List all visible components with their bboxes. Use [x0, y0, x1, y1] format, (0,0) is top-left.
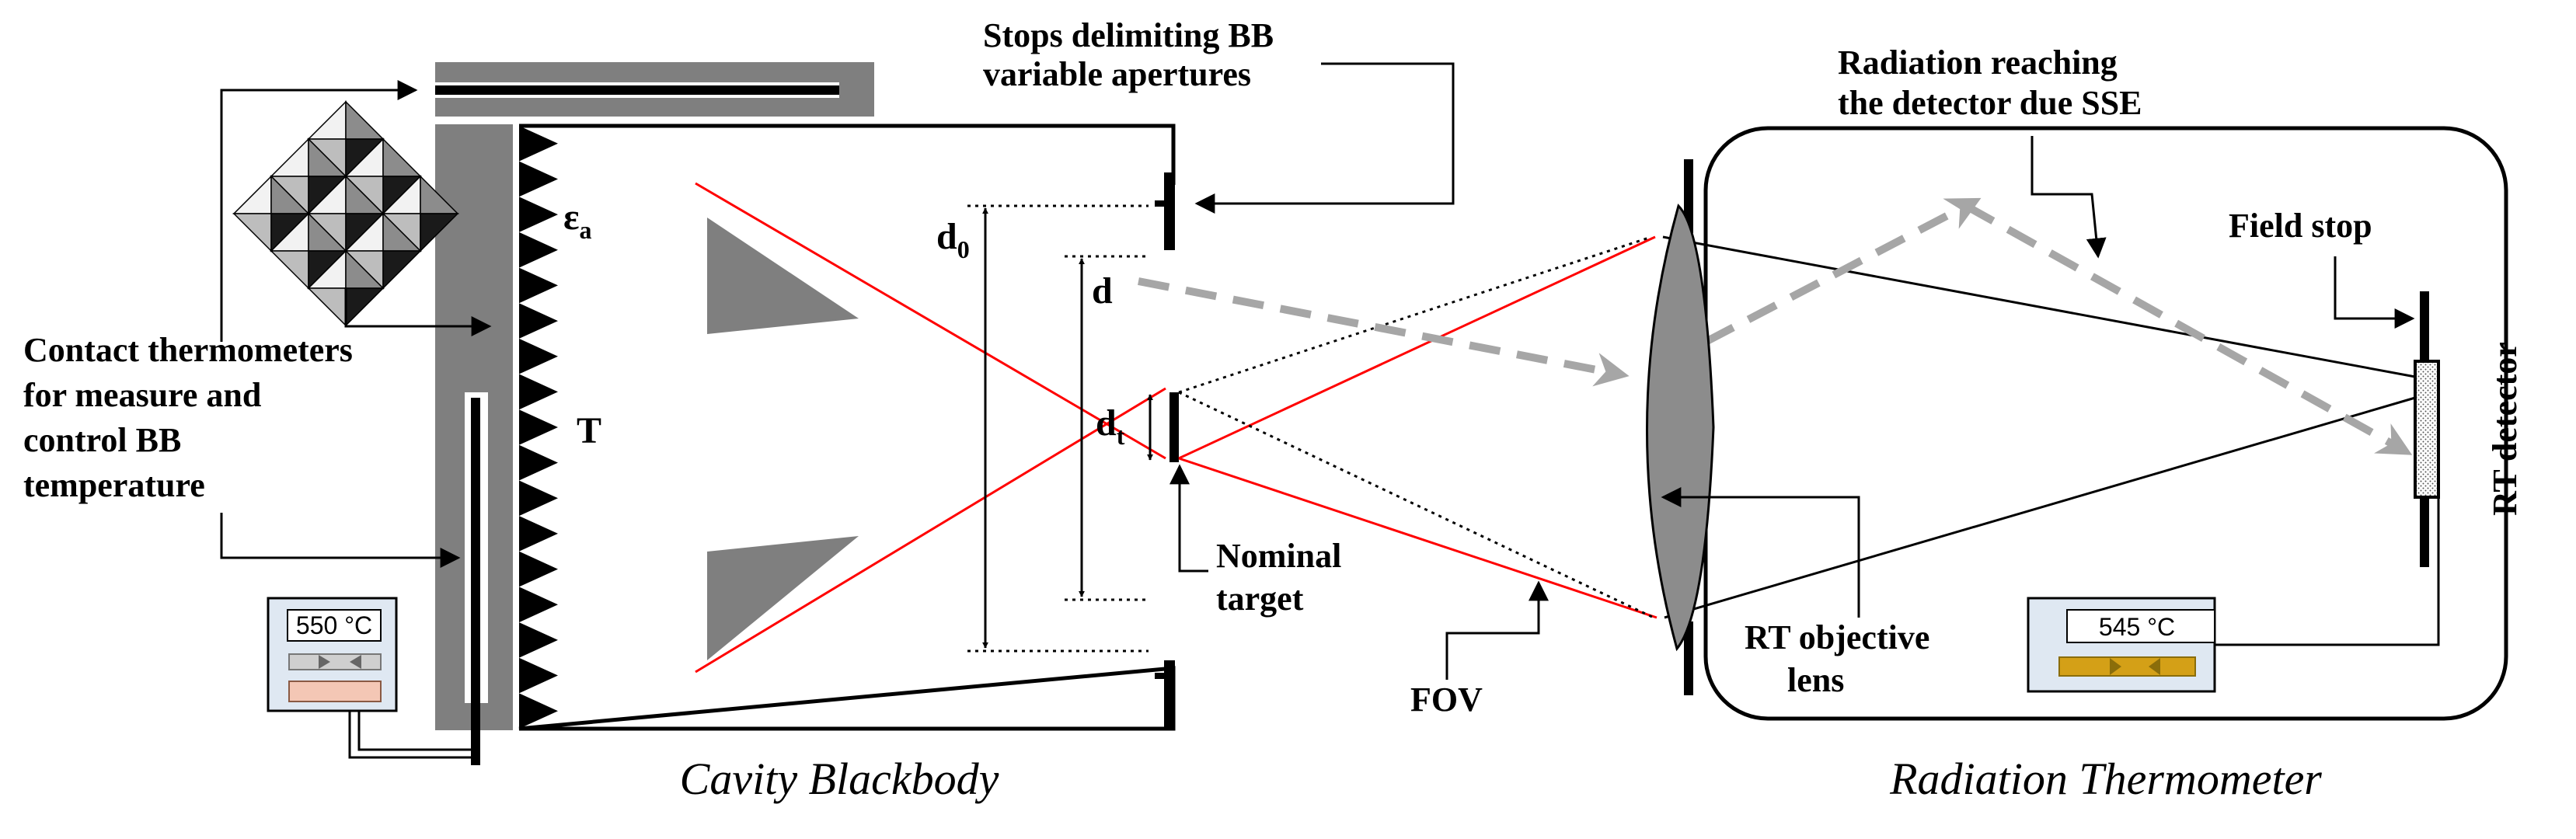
radiation-leader [2030, 136, 2107, 259]
sse-radiation-path [1138, 197, 2413, 455]
rt-detector-element [2414, 360, 2440, 499]
nominal-target-leader [1169, 464, 1208, 573]
pyramid-leader [344, 287, 492, 336]
cavity-back-wall-sawtooth [519, 126, 558, 729]
blackbody-caption: Cavity Blackbody [680, 754, 999, 804]
pyramid-face [270, 138, 309, 177]
dt-symbol: dt [1096, 402, 1125, 450]
rt-lens-leader [1661, 487, 1860, 618]
rt-display-value: 545 °C [2099, 613, 2175, 641]
field-stop-leader [2334, 256, 2415, 329]
fov-label: FOV [1410, 681, 1483, 719]
cavity-outline [518, 124, 1176, 731]
pyramid-face [232, 175, 272, 214]
pyramid-face [345, 287, 385, 327]
emissivity-symbol: εa [563, 197, 592, 244]
field-stop-label: Field stop [2229, 207, 2372, 245]
cavity-radiation-arrow-lower [707, 536, 859, 660]
cavity-blackbody [435, 62, 1179, 765]
pyramid-face [345, 100, 385, 140]
pyramid-face [382, 138, 422, 177]
thermometer-caption: Radiation Thermometer [1889, 754, 2322, 804]
pyramid-face [270, 250, 309, 290]
field-of-view-rays [695, 182, 2416, 674]
rt-objective-lens [1646, 204, 1715, 652]
aperture-stop-top [1164, 172, 1175, 250]
temperature-symbol: T [577, 410, 601, 451]
pyramid-face [307, 100, 347, 140]
dimension-markers [967, 204, 1153, 653]
pyramid-face [232, 213, 272, 252]
bb-display-value: 550 °C [296, 611, 372, 639]
pyramid-face [382, 250, 422, 290]
stops-leader [1194, 62, 1455, 214]
pyramid-face [307, 287, 347, 327]
d-symbol: d [1092, 270, 1113, 312]
fov-leader [1445, 580, 1549, 680]
aperture-stop-bottom [1164, 660, 1175, 729]
sawtooth-teeth [519, 126, 558, 729]
radiation-thermometer: 545 °C [1646, 126, 2508, 721]
contact-leader-top [220, 80, 418, 342]
d0-symbol: d0 [936, 216, 970, 263]
pyramid-face [420, 213, 459, 252]
bb-temperature-controller: 550 °C [267, 597, 476, 759]
nominal-target [1169, 392, 1179, 462]
pyramid-surface-icon [232, 100, 459, 327]
cavity-radiation-arrow-upper [707, 218, 859, 334]
contact-leader-bottom [220, 513, 461, 568]
rt-detector-label: RT detector [2486, 342, 2524, 516]
